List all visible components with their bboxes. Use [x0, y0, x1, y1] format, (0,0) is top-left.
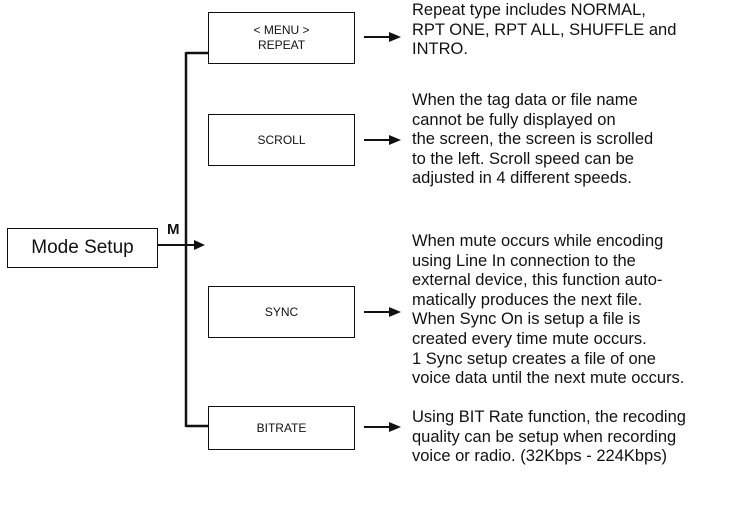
sync-box: SYNC: [208, 286, 355, 338]
bitrate-box: BITRATE: [208, 406, 355, 450]
arrow-repeat: [364, 32, 401, 42]
sync-description: When mute occurs while encoding using Li…: [412, 232, 685, 388]
mode-setup-box: Mode Setup: [7, 228, 158, 268]
sync-label: SYNC: [264, 304, 299, 319]
bitrate-label: BITRATE: [256, 420, 307, 435]
mode-arrow-head: [194, 240, 205, 250]
repeat-box: < MENU > REPEAT: [208, 12, 355, 64]
arrow-bitrate: [364, 422, 401, 432]
mode-setup-label: Mode Setup: [31, 237, 134, 258]
scroll-description: When the tag data or file name cannot be…: [412, 91, 654, 188]
arrow-sync: [364, 307, 401, 317]
arrow-scroll: [364, 135, 401, 145]
repeat-label: REPEAT: [257, 38, 306, 52]
menu-title: < MENU >: [253, 23, 310, 37]
branch-marker: M: [167, 221, 180, 238]
bitrate-description: Using BIT Rate function, the recoding qu…: [412, 408, 686, 466]
repeat-description: Repeat type includes NORMAL, RPT ONE, RP…: [412, 1, 677, 59]
scroll-box: SCROLL: [208, 114, 355, 166]
scroll-label: SCROLL: [257, 132, 306, 147]
